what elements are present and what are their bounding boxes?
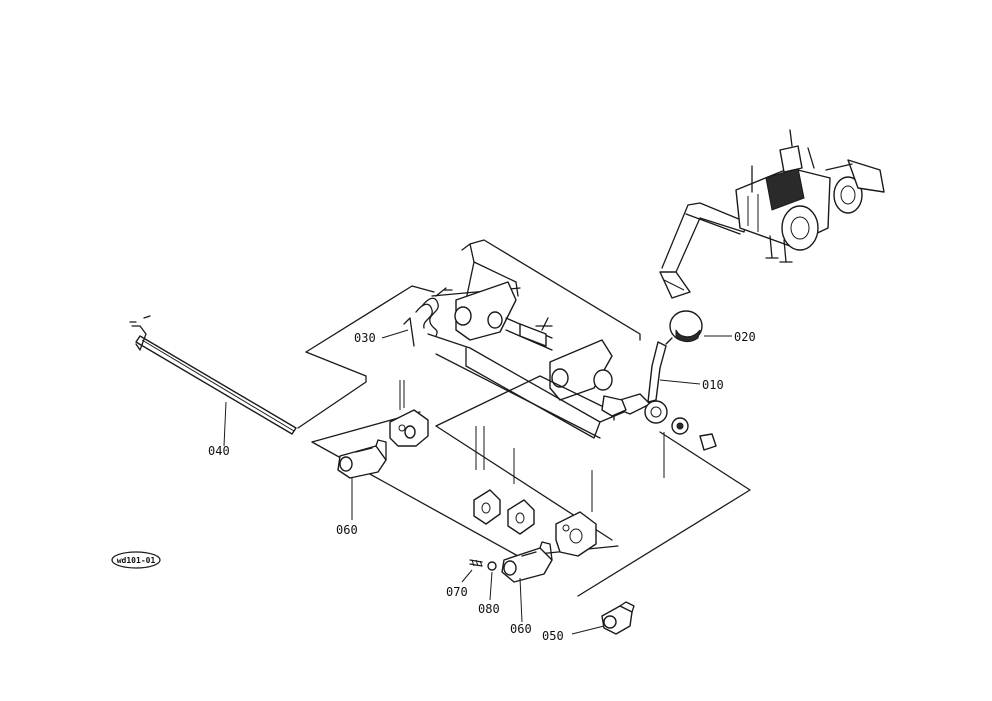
spring-030: [403, 287, 453, 347]
callout-060-upper: 060: [336, 523, 358, 537]
knob-020: [665, 310, 703, 345]
callout-080: 080: [478, 602, 500, 616]
clevis-060-upper: [337, 439, 387, 479]
diagram-code-badge: wd101-01: [111, 551, 161, 569]
callout-010: 010: [702, 378, 724, 392]
callout-050: 050: [542, 629, 564, 643]
callout-040: 040: [208, 444, 230, 458]
bracket-lower-center: [473, 489, 597, 557]
callout-060-lower: 060: [510, 622, 532, 636]
callout-020: 020: [734, 330, 756, 344]
callout-070: 070: [446, 585, 468, 599]
bracket-upper: [389, 409, 429, 447]
tractor-illustration: [659, 129, 885, 299]
lever-010: [601, 341, 717, 451]
joint-050: [601, 601, 635, 635]
washer-080: [487, 561, 497, 571]
rod-040: [129, 315, 297, 435]
clevis-060-lower: [501, 541, 553, 583]
diagram-code-text: wd101-01: [117, 556, 156, 565]
pin-070: [469, 559, 483, 567]
leader-lines: [223, 329, 732, 635]
callout-030: 030: [354, 331, 376, 345]
